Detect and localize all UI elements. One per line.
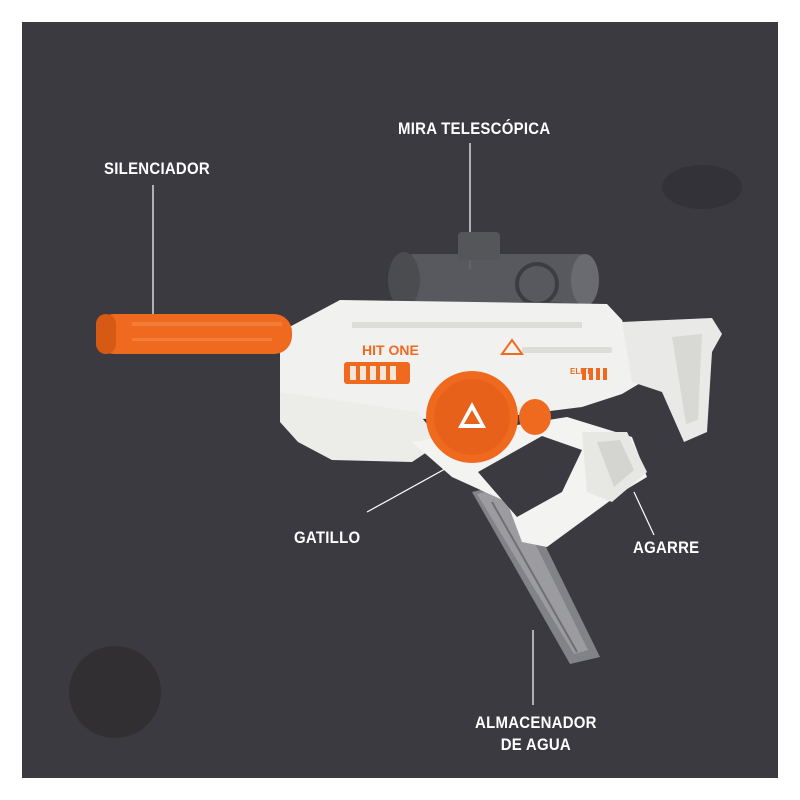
product-panel: HIT ONE ELITE SILENCIADOR MIRA TELESCÓPI… — [22, 22, 778, 778]
orange-silencer — [96, 314, 292, 354]
blaster-body — [280, 300, 722, 547]
label-silenciador: SILENCIADOR — [104, 159, 210, 178]
label-mira-telescopica: MIRA TELESCÓPICA — [398, 119, 551, 138]
background-blob — [69, 646, 161, 738]
background-blob — [662, 165, 742, 209]
product-illustration: HIT ONE ELITE — [69, 143, 742, 738]
water-magazine — [472, 482, 600, 664]
label-almacenador-de-agua: ALMACENADOR DE AGUA — [475, 712, 597, 756]
label-almacenador-line1: ALMACENADOR — [475, 713, 597, 732]
label-agarre: AGARRE — [633, 538, 700, 557]
label-almacenador-line2: DE AGUA — [500, 735, 572, 754]
brand-marking: HIT ONE — [362, 342, 419, 358]
callout-line-agarre — [633, 491, 655, 536]
model-marking: ELITE — [570, 367, 593, 376]
label-gatillo: GATILLO — [294, 528, 361, 547]
